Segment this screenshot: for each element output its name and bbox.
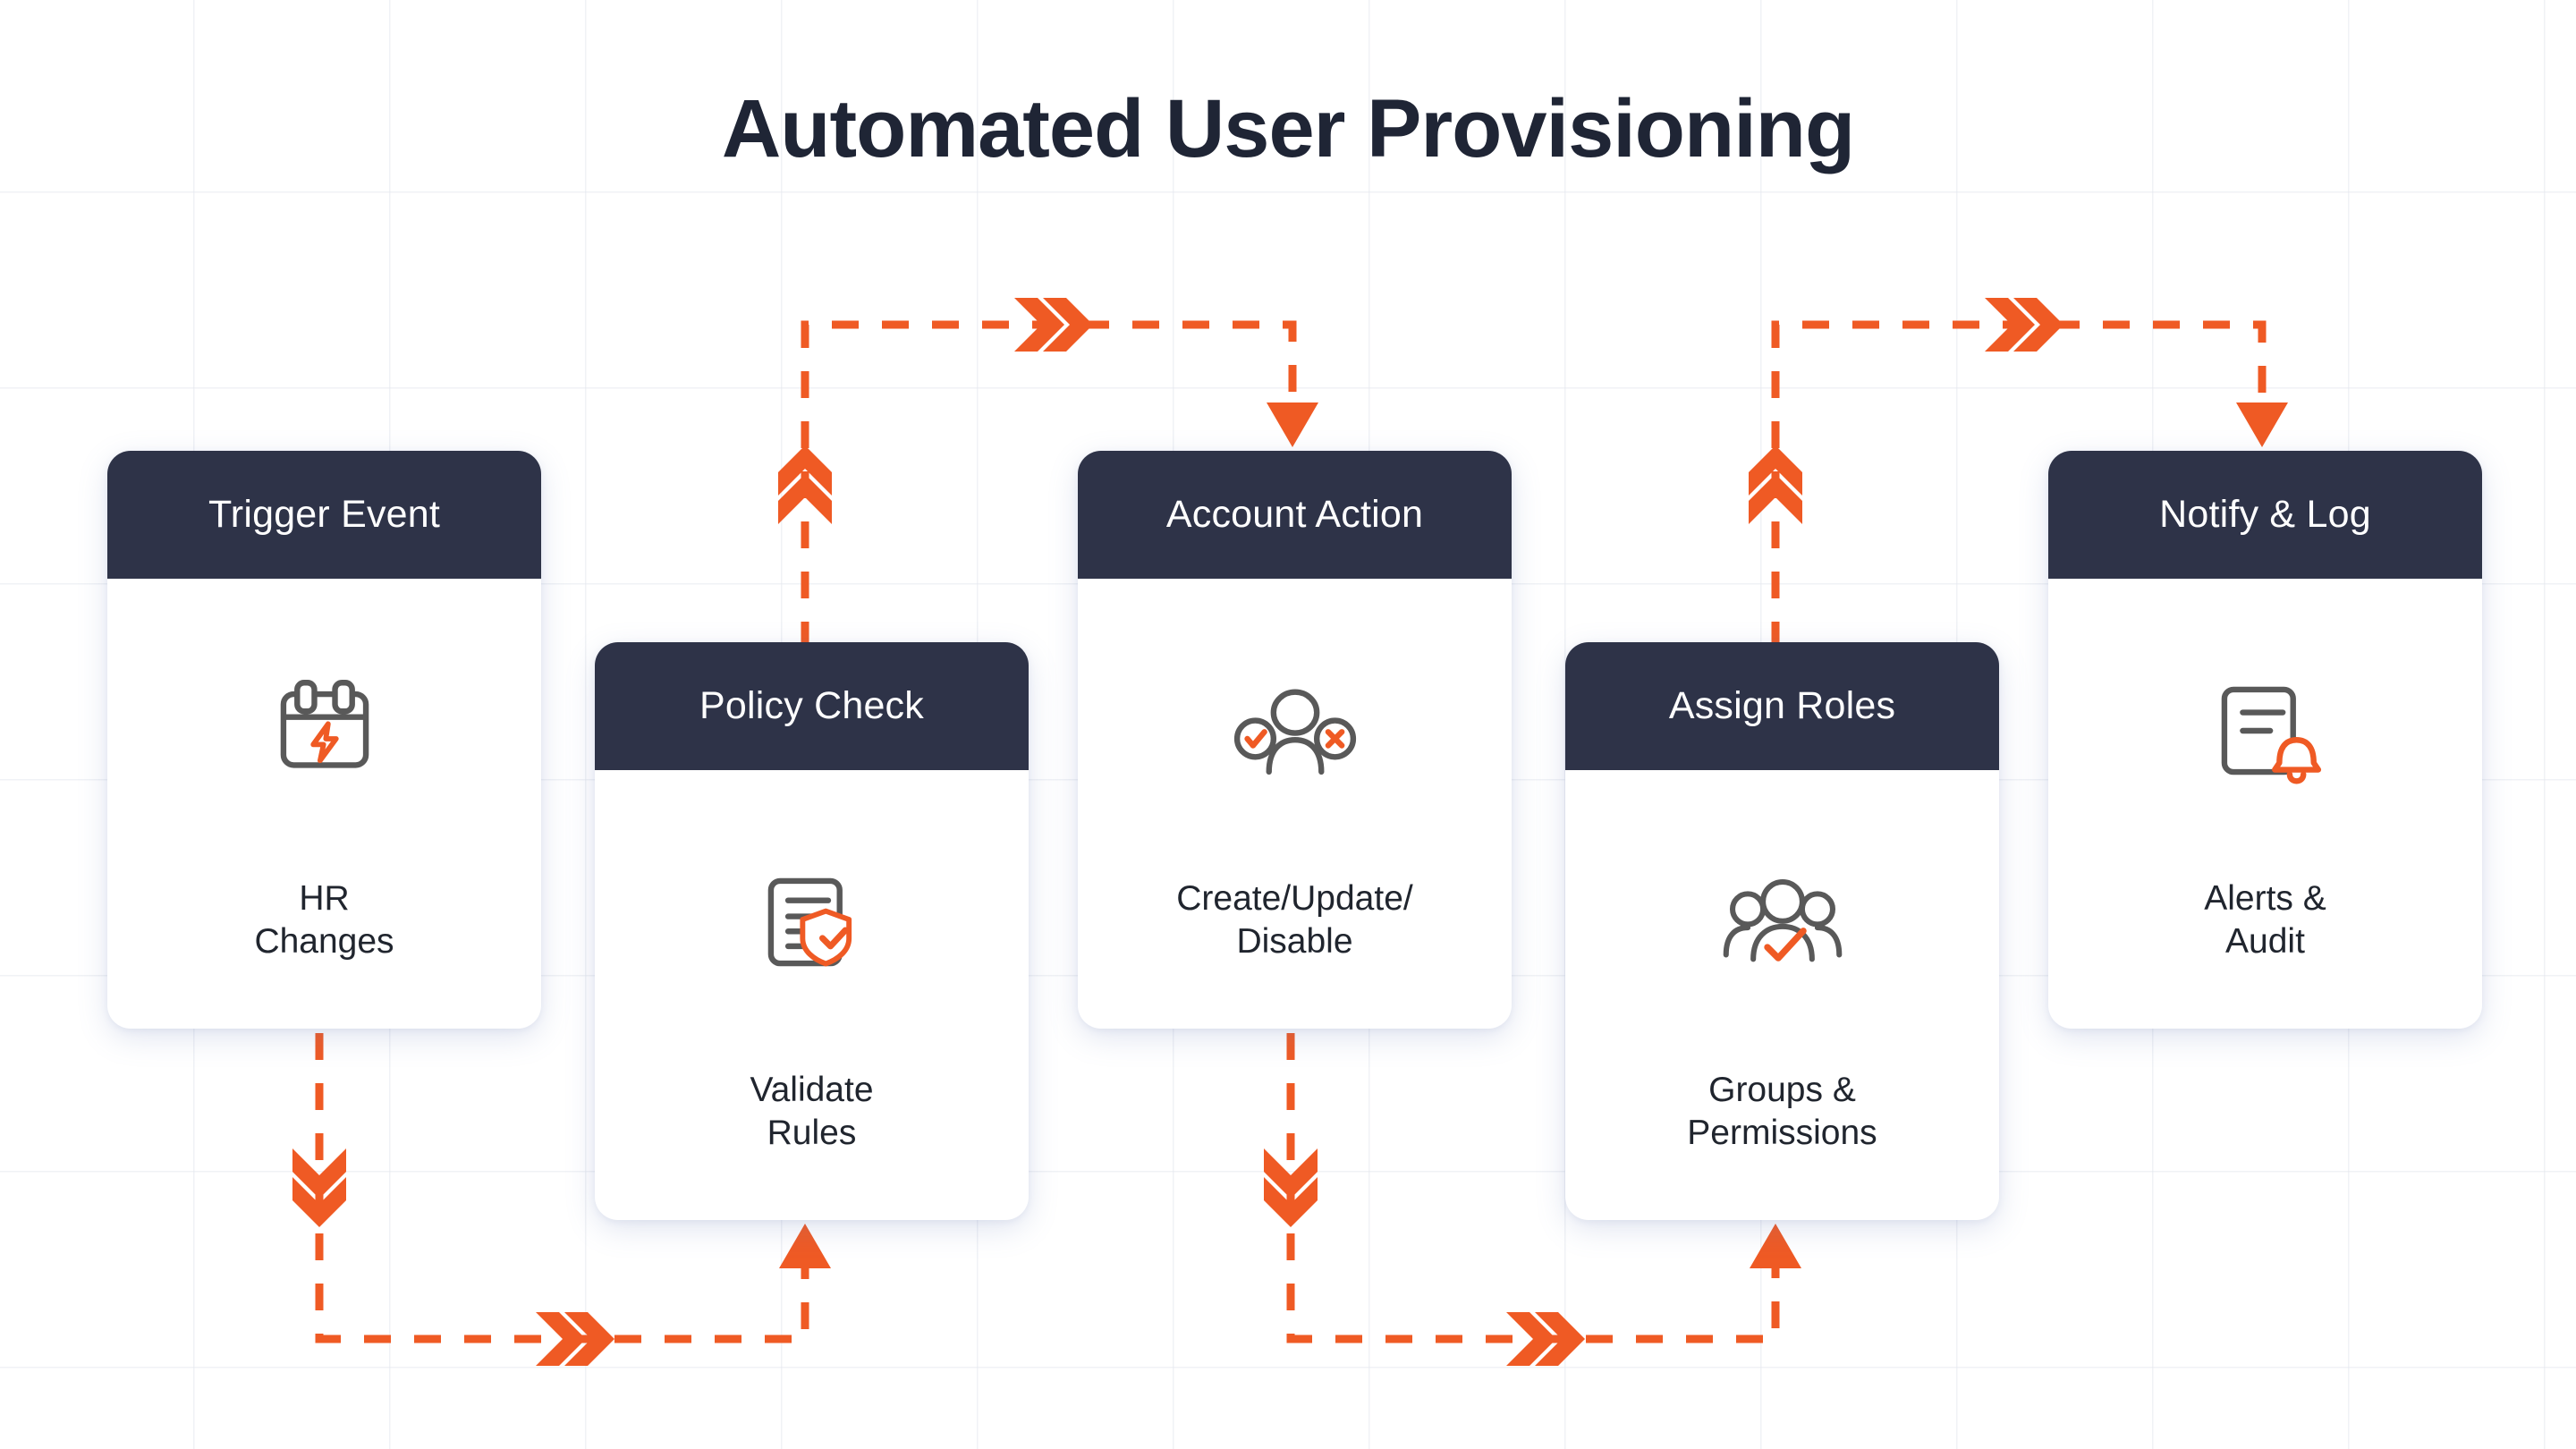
document-bell-icon [2199,664,2333,798]
step-card-header: Policy Check [595,642,1029,770]
step-card-header: Assign Roles [1565,642,1999,770]
step-card-header: Notify & Log [2048,451,2482,579]
icon-ring [2145,611,2385,851]
step-card-notify-log[interactable]: Notify & Log Alerts & Audit [2048,451,2482,1029]
document-shield-check-icon [745,855,879,989]
connector-3-arrows [1264,1148,1801,1366]
step-card-caption: Groups & Permissions [1687,1071,1877,1152]
people-group-check-icon [1716,855,1850,989]
icon-ring [691,802,932,1042]
step-card-body: Create/Update/ Disable [1078,579,1512,1029]
step-card-trigger-event[interactable]: Trigger Event HR Changes [107,451,541,1029]
step-card-header: Account Action [1078,451,1512,579]
arrowhead-down [2236,402,2288,447]
step-card-body: Validate Rules [595,770,1029,1220]
step-card-caption: HR Changes [254,879,394,961]
page-title: Automated User Provisioning [721,83,1855,174]
step-card-policy-check[interactable]: Policy Check Validate Rules [595,642,1029,1220]
icon-ring [204,611,445,851]
arrowhead-up [1750,1224,1801,1268]
step-card-caption: Alerts & Audit [2204,879,2326,961]
arrowhead-up [779,1224,831,1268]
step-card-caption: Create/Update/ Disable [1176,879,1413,961]
step-card-caption: Validate Rules [750,1071,874,1152]
step-card-body: Alerts & Audit [2048,579,2482,1029]
step-card-body: HR Changes [107,579,541,1029]
connector-1-arrows [292,1148,831,1366]
user-check-x-icon [1228,664,1362,798]
calendar-bolt-icon [258,664,392,798]
arrowhead-down [1267,402,1318,447]
step-card-assign-roles[interactable]: Assign Roles Groups & Permissions [1565,642,1999,1220]
icon-ring [1662,802,1902,1042]
step-card-account-action[interactable]: Account Action Create/Update/ Disable [1078,451,1512,1029]
step-card-body: Groups & Permissions [1565,770,1999,1220]
connector-2-arrows [778,298,1318,524]
connector-4-arrows [1749,298,2288,524]
icon-ring [1174,611,1415,851]
step-card-header: Trigger Event [107,451,541,579]
